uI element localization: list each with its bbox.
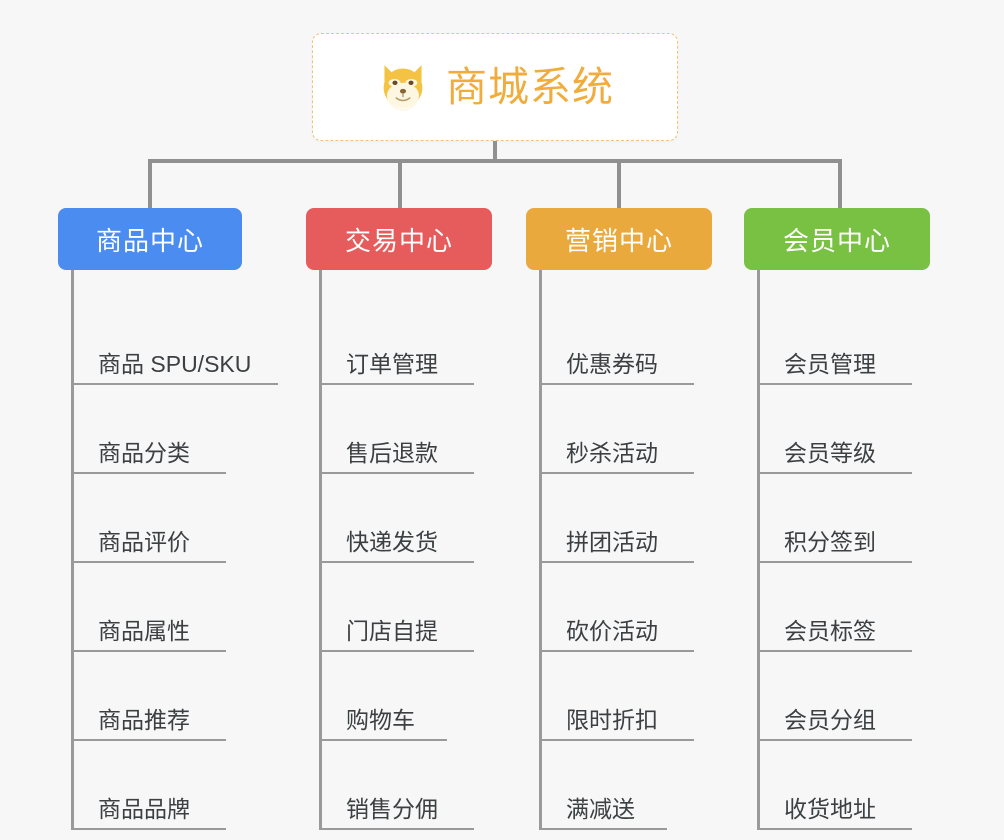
leaf-item-label: 订单管理 <box>346 350 438 377</box>
leaf-item[interactable]: 会员标签 <box>757 563 912 652</box>
leaf-item[interactable]: 商品分类 <box>71 385 226 474</box>
leaf-item[interactable]: 商品品牌 <box>71 741 226 830</box>
connector-root-stub <box>493 141 497 163</box>
leaf-item-label: 商品推荐 <box>98 706 190 733</box>
leaf-item[interactable]: 商品属性 <box>71 563 226 652</box>
leaf-item-label: 商品品牌 <box>98 795 190 822</box>
category-header-1[interactable]: 商品中心 <box>58 208 242 270</box>
leaf-item[interactable]: 优惠券码 <box>539 296 694 385</box>
leaf-item-label: 售后退款 <box>346 439 438 466</box>
leaf-item-label: 拼团活动 <box>566 528 658 555</box>
leaf-item-label: 会员管理 <box>784 350 876 377</box>
leaf-item[interactable]: 收货地址 <box>757 741 912 830</box>
leaf-item[interactable]: 购物车 <box>319 652 447 741</box>
leaf-item[interactable]: 商品评价 <box>71 474 226 563</box>
leaf-item-label: 积分签到 <box>784 528 876 555</box>
column-spine-2 <box>319 270 322 830</box>
connector-drop-2 <box>398 159 402 209</box>
leaf-item-label: 门店自提 <box>346 617 438 644</box>
leaf-item[interactable]: 会员管理 <box>757 296 912 385</box>
leaf-item[interactable]: 售后退款 <box>319 385 474 474</box>
leaf-item[interactable]: 门店自提 <box>319 563 474 652</box>
leaf-item-label: 快递发货 <box>346 528 438 555</box>
leaf-item-label: 会员分组 <box>784 706 876 733</box>
category-header-3[interactable]: 营销中心 <box>526 208 712 270</box>
leaf-item[interactable]: 订单管理 <box>319 296 474 385</box>
leaf-item-label: 收货地址 <box>784 795 876 822</box>
leaf-item-label: 满减送 <box>566 795 635 822</box>
leaf-item-label: 会员标签 <box>784 617 876 644</box>
column-spine-4 <box>757 270 760 830</box>
connector-horizontal-bus <box>148 159 842 163</box>
leaf-item-label: 销售分佣 <box>346 795 438 822</box>
leaf-item-label: 商品分类 <box>98 439 190 466</box>
connector-drop-3 <box>617 159 621 209</box>
shiba-dog-face-icon <box>383 65 423 111</box>
leaf-item-label: 会员等级 <box>784 439 876 466</box>
leaf-item-label: 购物车 <box>346 706 415 733</box>
leaf-item[interactable]: 满减送 <box>539 741 667 830</box>
leaf-item-label: 商品属性 <box>98 617 190 644</box>
leaf-item[interactable]: 拼团活动 <box>539 474 694 563</box>
leaf-item[interactable]: 会员等级 <box>757 385 912 474</box>
leaf-item[interactable]: 商品 SPU/SKU <box>71 296 278 385</box>
root-node[interactable]: 商城系统 <box>312 33 678 141</box>
leaf-item[interactable]: 销售分佣 <box>319 741 474 830</box>
connector-drop-1 <box>148 159 152 209</box>
column-spine-1 <box>71 270 74 830</box>
leaf-item[interactable]: 秒杀活动 <box>539 385 694 474</box>
leaf-item[interactable]: 商品推荐 <box>71 652 226 741</box>
leaf-item[interactable]: 限时折扣 <box>539 652 694 741</box>
leaf-item-label: 秒杀活动 <box>566 439 658 466</box>
column-spine-3 <box>539 270 542 830</box>
leaf-item-label: 限时折扣 <box>566 706 658 733</box>
leaf-item[interactable]: 积分签到 <box>757 474 912 563</box>
category-header-4[interactable]: 会员中心 <box>744 208 930 270</box>
root-title: 商城系统 <box>446 63 614 110</box>
leaf-item-label: 商品评价 <box>98 528 190 555</box>
leaf-item[interactable]: 会员分组 <box>757 652 912 741</box>
leaf-item[interactable]: 快递发货 <box>319 474 474 563</box>
leaf-item-label: 优惠券码 <box>566 350 658 377</box>
leaf-item[interactable]: 砍价活动 <box>539 563 694 652</box>
category-header-2[interactable]: 交易中心 <box>306 208 492 270</box>
leaf-item-label: 商品 SPU/SKU <box>98 350 252 377</box>
connector-drop-4 <box>838 159 842 209</box>
leaf-item-label: 砍价活动 <box>566 617 658 644</box>
